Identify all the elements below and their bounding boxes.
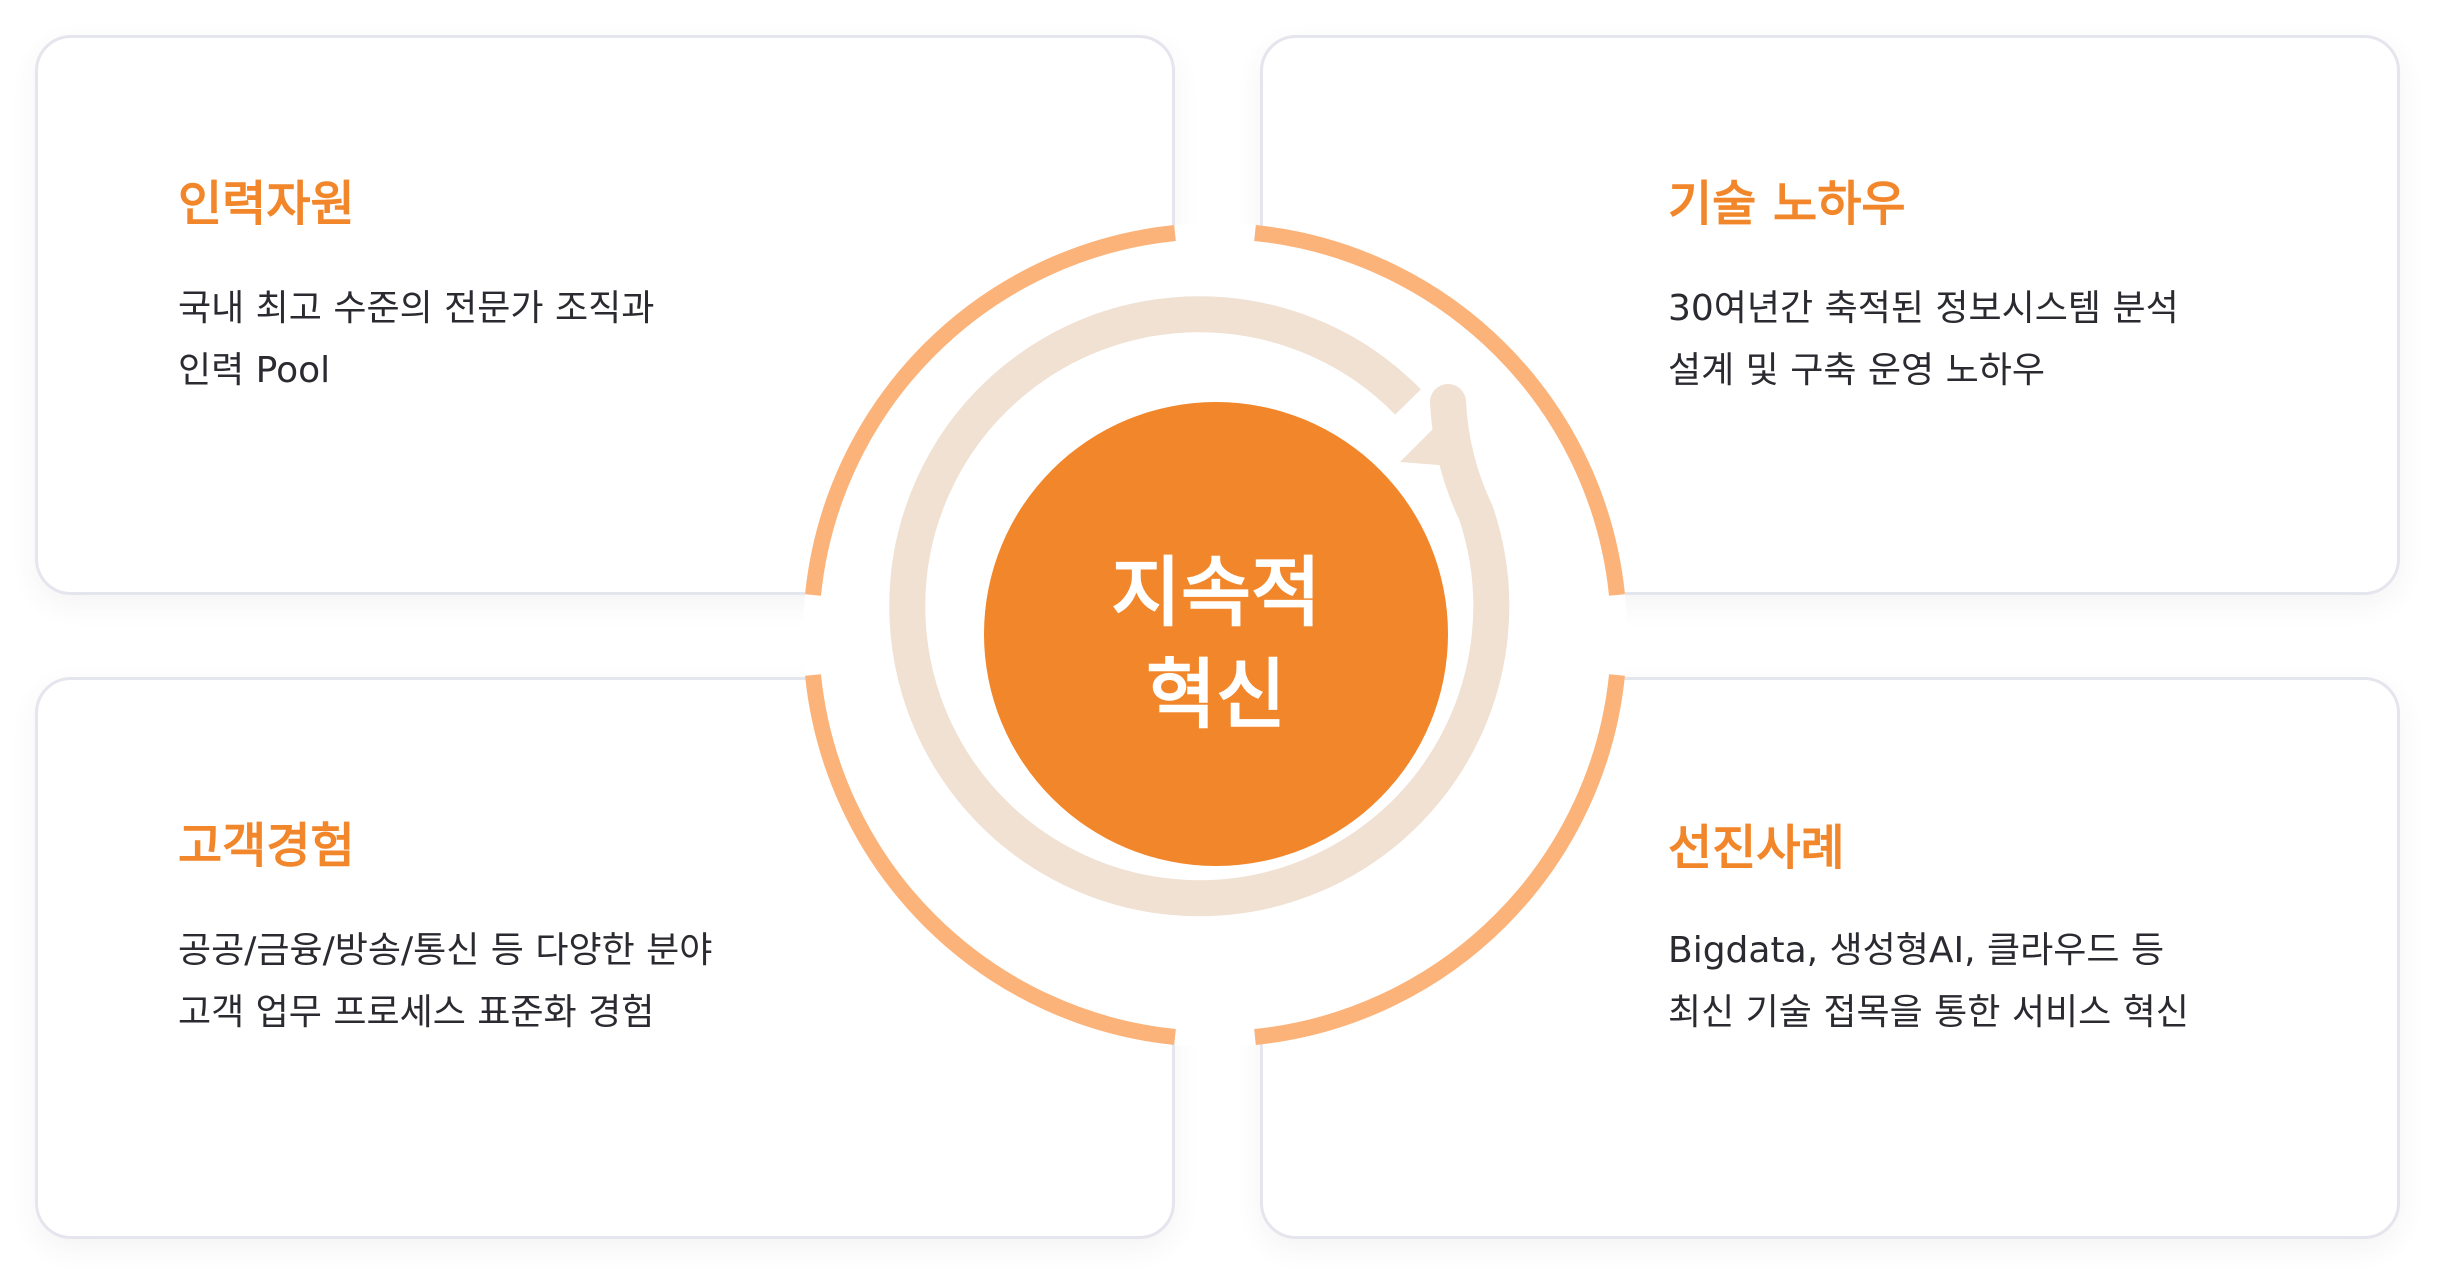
card-human-resources: 인력자원 국내 최고 수준의 전문가 조직과 인력 Pool (35, 35, 1175, 595)
card-description-line: 고객 업무 프로세스 표준화 경험 (178, 992, 655, 1033)
card-description-line: 설계 및 구축 운영 노하우 (1668, 350, 2045, 391)
card-description: 공공/금융/방송/통신 등 다양한 분야 고객 업무 프로세스 표준화 경험 (178, 920, 712, 1044)
center-label-line: 혁신 (1146, 650, 1286, 739)
card-customer-experience: 고객경험 공공/금융/방송/통신 등 다양한 분야 고객 업무 프로세스 표준화… (35, 677, 1175, 1239)
card-technical-know-how: 기술 노하우 30여년간 축적된 정보시스템 분석 설계 및 구축 운영 노하우 (1260, 35, 2400, 595)
center-label-line: 지속적 (1111, 548, 1321, 637)
card-title: 고객경험 (178, 818, 355, 874)
card-description-line: 최신 기술 접목을 통한 서비스 혁신 (1668, 992, 2189, 1033)
card-description: Bigdata, 생성형AI, 클라우드 등 최신 기술 접목을 통한 서비스 … (1668, 920, 2189, 1044)
card-description: 국내 최고 수준의 전문가 조직과 인력 Pool (178, 278, 654, 402)
card-title: 기술 노하우 (1668, 176, 1906, 232)
card-description-line: 공공/금융/방송/통신 등 다양한 분야 (178, 930, 713, 971)
card-advanced-cases: 선진사례 Bigdata, 생성형AI, 클라우드 등 최신 기술 접목을 통한… (1260, 677, 2400, 1239)
card-description-line: 30여년간 축적된 정보시스템 분석 (1668, 288, 2179, 329)
card-description-line: Bigdata, 생성형AI, 클라우드 등 (1668, 930, 2165, 971)
card-title: 인력자원 (178, 176, 355, 232)
center-label: 지속적 혁신 (1016, 542, 1416, 746)
card-title: 선진사례 (1668, 820, 1845, 876)
card-description-line: 인력 Pool (178, 350, 331, 391)
card-description-line: 국내 최고 수준의 전문가 조직과 (178, 288, 655, 329)
card-description: 30여년간 축적된 정보시스템 분석 설계 및 구축 운영 노하우 (1668, 278, 2179, 402)
